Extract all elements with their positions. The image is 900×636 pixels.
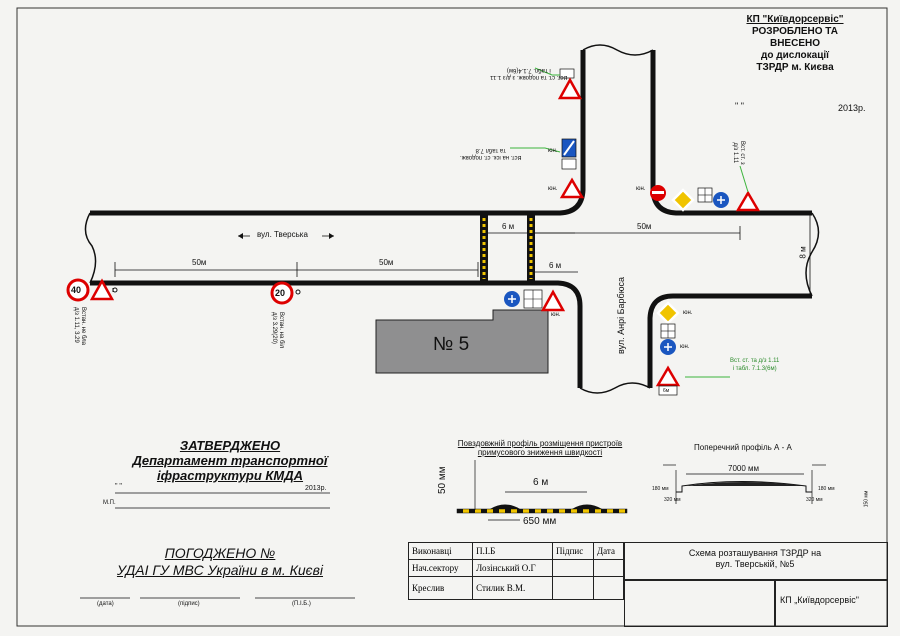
tb-cell [551, 559, 595, 577]
tb-cell [593, 559, 624, 577]
tb-cell: Стилик В.М. [472, 576, 553, 600]
approved-quotes: " " [115, 483, 122, 490]
long-profile-title: Повздовжній профіль розміщення пристроїв… [457, 439, 623, 457]
company-name: КП „Київдорсервіс" [780, 595, 859, 605]
break-line-top [582, 44, 654, 56]
leader-1 [534, 67, 560, 76]
agreed-line-2: УДАІ ГУ МВС України в м. Києві [116, 562, 324, 578]
long-profile-length: 650 мм [523, 516, 557, 527]
cross-profile-side: 150 мм [863, 490, 870, 508]
speed-hump-1 [480, 215, 488, 281]
ion-label-4: юн. [683, 310, 693, 316]
header-line-5: ТЗРДР м. Києва [756, 62, 834, 73]
sign-group-bottom-right [655, 301, 681, 396]
sig-date-caption: (дата) [97, 601, 114, 607]
approved-title: ЗАТВЕРДЖЕНО [179, 438, 281, 453]
road-edge-bottom-right [647, 293, 812, 388]
sign-group-top [557, 68, 585, 199]
empty-cell [624, 579, 776, 627]
sign-plate-6m: 6м [663, 388, 670, 394]
street-name-barbusse: вул. Анрі Барбюса [616, 277, 626, 354]
cross-profile-title: Поперечний профіль А - А [694, 443, 792, 452]
header-date-quotes: " " [735, 101, 744, 111]
sign-group-right [650, 185, 761, 212]
sheet-frame [16, 7, 888, 627]
approved-line-3: іфраструктури КМДА [156, 468, 304, 483]
speed-40-label: 40 [71, 285, 82, 295]
sig-sign-caption: (підпис) [178, 601, 200, 607]
header-line-4: до дислокації [761, 50, 829, 61]
dim-6-bottom: 6 м [549, 261, 562, 270]
speed-limit-20-sign [270, 281, 301, 305]
dim-50-right: 50м [637, 222, 652, 231]
tb-header: Виконавці [407, 542, 474, 560]
header-line-3: ВНЕСЕНО [769, 38, 820, 49]
tb-header: Дата [593, 542, 624, 560]
tb-cell: Креслив [407, 576, 474, 600]
speed-hump-2 [527, 215, 535, 281]
agreed-title: ПОГОДЖЕНО № [164, 545, 276, 561]
company-cell [774, 579, 888, 627]
break-line-left [84, 212, 97, 284]
cross-profile-graphic [663, 464, 826, 504]
cross-profile-left-w: 320 мм [664, 497, 681, 503]
road-edge-top-left [90, 50, 586, 216]
header-year: 2013р. [838, 103, 866, 113]
long-profile-spacing: 6 м [533, 477, 549, 488]
tb-header: Підпис [551, 542, 595, 560]
speed-20-label: 20 [275, 288, 286, 298]
road-edge-bottom-left [90, 280, 583, 388]
note-2: Вст. на іск. ст. подовж.та табл 7.8 [460, 147, 522, 160]
long-profile-graphic [456, 460, 628, 521]
road-edge-top-right [650, 50, 812, 216]
sign-group-bottom [504, 289, 566, 312]
title-block-row: Нач.сектору Лозінський О.Г [407, 559, 624, 577]
approved-mp: М.П. [103, 500, 116, 506]
dim-50-mid: 50м [379, 258, 394, 267]
cross-profile-width: 7000 мм [728, 464, 760, 473]
title-block-table: Виконавці П.І.Б Підпис Дата Нач.сектору … [407, 542, 624, 600]
tb-cell: Нач.сектору [407, 559, 474, 577]
cross-profile-left-h: 180 мм [652, 486, 669, 492]
ion-label-5: юн. [680, 344, 690, 350]
leader-2 [510, 147, 561, 153]
long-profile-height: 50 мм [437, 466, 448, 494]
building-label: № 5 [433, 334, 470, 355]
tb-header: П.І.Б [472, 542, 553, 560]
approved-year: 2013р. [305, 485, 327, 492]
dim-8: 8 м [798, 246, 808, 259]
ion-label-1: юн. [548, 148, 558, 154]
tb-cell: Лозінський О.Г [472, 559, 553, 577]
street-name-tverska: вул. Тверська [257, 230, 308, 239]
cross-profile-right-w: 320 мм [806, 497, 823, 503]
cross-profile-right-h: 180 мм [818, 486, 835, 492]
speed-limit-40-sign [66, 278, 118, 302]
break-line-bottom [579, 382, 651, 394]
sig-name-caption: (П.І.Б.) [292, 601, 311, 607]
header-org: КП "Київдорсервіс" [746, 14, 844, 25]
approved-line-2: Департамент транспортної [132, 453, 328, 468]
title-block-row: Креслив Стилик В.М. [407, 576, 624, 600]
leader-3 [739, 165, 749, 193]
dim-50-left: 50м [192, 258, 207, 267]
dim-6-top: 6 м [502, 222, 515, 231]
tb-cell [551, 576, 595, 600]
ion-label-2: юн. [548, 186, 558, 192]
tb-cell [593, 576, 624, 600]
header-line-2: РОЗРОБЛЕНО ТА [751, 26, 838, 37]
ion-label-3: юн. [636, 186, 646, 192]
title-block-header: Виконавці П.І.Б Підпис Дата [407, 542, 624, 560]
ion-label-6: юн. [551, 312, 561, 318]
scheme-title-box [624, 542, 888, 581]
break-line-right [805, 212, 820, 297]
